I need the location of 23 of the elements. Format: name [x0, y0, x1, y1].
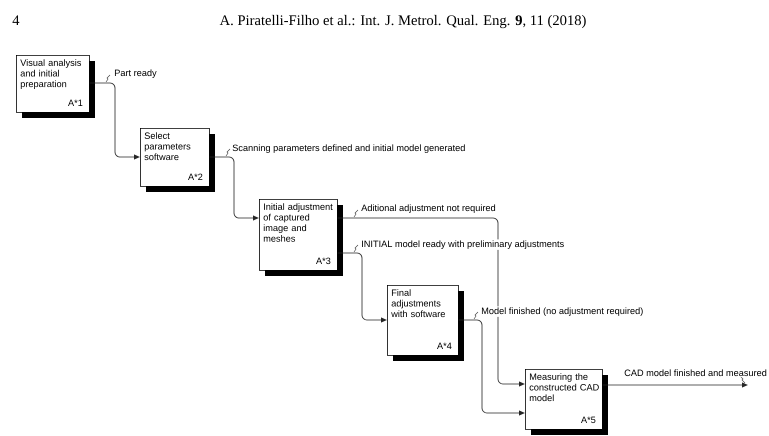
process-box: [525, 369, 608, 435]
node-number: A*5: [580, 416, 596, 424]
process-label: Select parameters software: [144, 132, 190, 160]
process-label: Measuring the constructed CAD model: [530, 373, 599, 402]
page-number: 4: [12, 15, 20, 25]
edge-label: CAD model finished and measured: [623, 368, 768, 378]
process-label: Initial adjustment of captured image and meshes: [264, 203, 333, 242]
process-box: [16, 55, 95, 118]
process-box: [387, 285, 464, 361]
edge-label: Aditional adjustment not required: [360, 203, 497, 214]
process-label: Final adjustments with software: [391, 289, 445, 318]
node-number: A*3: [316, 258, 330, 264]
node-number: A*4: [436, 342, 452, 349]
node-number: A*2: [188, 174, 202, 180]
process-box: [259, 199, 343, 276]
node-number: A*1: [68, 100, 82, 106]
edge-label: Model finished (no adjustment required): [480, 306, 644, 317]
edge-label: Part ready: [113, 68, 158, 79]
running-header: A. Piratelli-Filho et al.: Int. J. Metrol. Qual. Eng. 9, 11 (2018): [220, 14, 586, 28]
edge-label: INITIAL model ready with preliminary adjustments: [360, 239, 566, 250]
edge-label: Scanning parameters defined and initial model generated: [231, 143, 466, 154]
process-label: Visual analysis and initial preparation: [20, 59, 82, 89]
process-box: [140, 128, 215, 192]
